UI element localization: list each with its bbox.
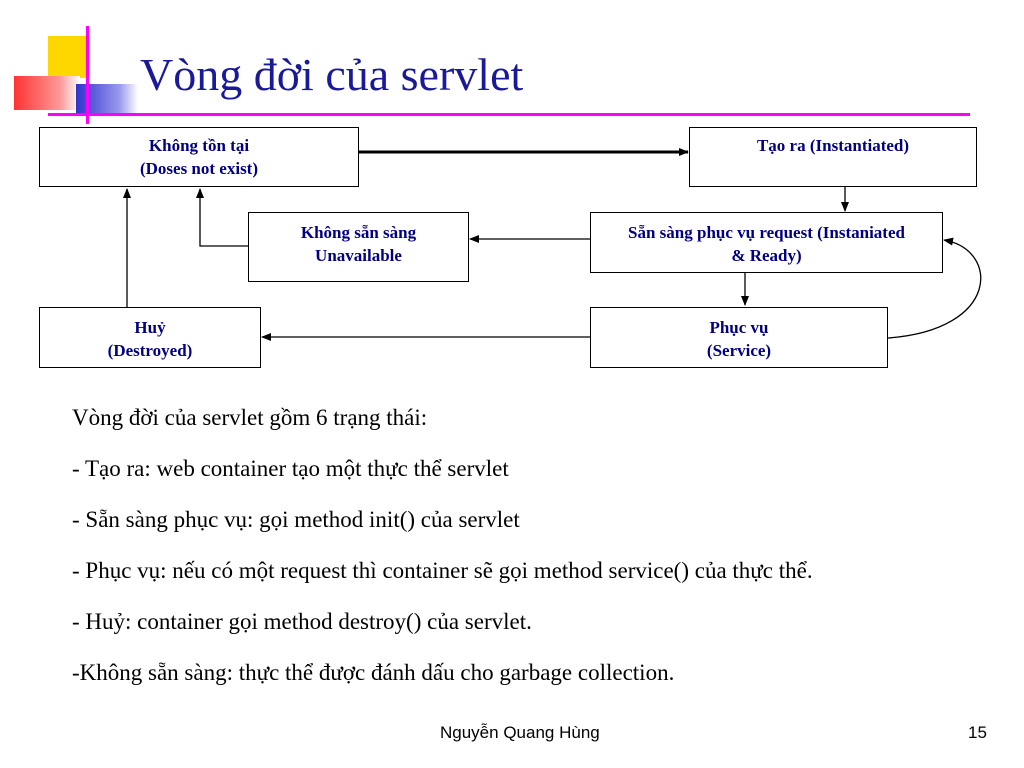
node-unavailable-line1: Không sẵn sàng: [300, 223, 417, 242]
node-ready-line2: & Ready): [731, 246, 802, 265]
decorative-magenta-line: [86, 26, 89, 124]
node-destroyed: Huỷ (Destroyed): [39, 307, 261, 368]
node-ready: Sẵn sàng phục vụ request (Instaniated & …: [590, 212, 943, 273]
node-instantiated: Tạo ra (Instantiated): [689, 127, 977, 187]
body-line-service: - Phục vụ: nếu có một request thì contai…: [72, 558, 813, 583]
title-underline: [48, 113, 970, 116]
page-number: 15: [968, 723, 987, 742]
body-line-intro: Vòng đời của servlet gồm 6 trạng thái:: [72, 405, 428, 430]
node-unavailable: Không sẵn sàng Unavailable: [248, 212, 469, 282]
footer-author: Nguyễn Quang Hùng: [440, 723, 600, 742]
body-line-ready: - Sẵn sàng phục vụ: gọi method init() củ…: [72, 507, 520, 532]
decorative-yellow-square: [48, 36, 90, 78]
node-destroyed-line1: Huỷ: [134, 318, 166, 337]
arrow-service-loop-to-ready: [887, 237, 982, 339]
slide-title: Vòng đời của servlet: [140, 49, 524, 100]
arrow-unavailable-to-not-exist: [196, 188, 248, 247]
body-text: Vòng đời của servlet gồm 6 trạng thái: -…: [72, 392, 813, 698]
node-service-line1: Phục vụ: [709, 318, 769, 337]
node-not-exist-line2: (Doses not exist): [139, 159, 259, 178]
body-line-unavailable: -Không sẵn sàng: thực thể được đánh dấu …: [72, 660, 675, 685]
node-unavailable-line2: Unavailable: [315, 246, 402, 265]
node-service-line2: (Service): [706, 341, 772, 360]
node-destroyed-line2: (Destroyed): [107, 341, 193, 360]
node-not-exist-line1: Không tồn tại: [148, 136, 250, 155]
decorative-red-bar: [14, 76, 80, 110]
body-line-destroyed: - Huỷ: container gọi method destroy() củ…: [72, 609, 532, 634]
body-line-instantiated: - Tạo ra: web container tạo một thực thể…: [72, 456, 509, 481]
node-ready-line1: Sẵn sàng phục vụ request (Instaniated: [628, 223, 905, 242]
node-instantiated-line1: Tạo ra (Instantiated): [756, 136, 910, 155]
node-not-exist: Không tồn tại (Doses not exist): [39, 127, 359, 187]
node-service: Phục vụ (Service): [590, 307, 888, 368]
